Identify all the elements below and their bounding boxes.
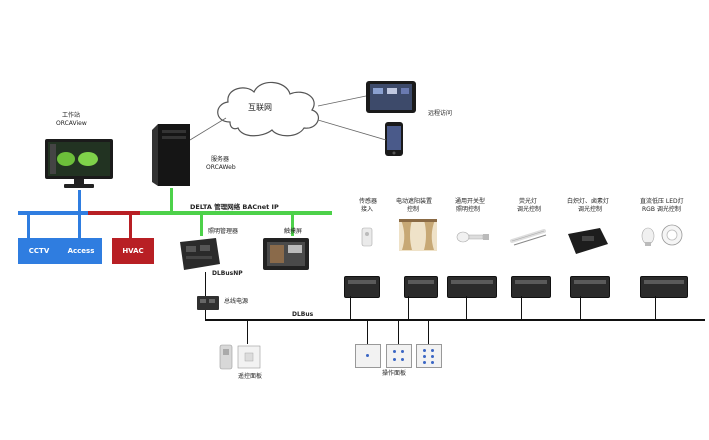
cloud-label: 互联网: [248, 103, 272, 112]
stub-fluorescent: [521, 296, 522, 320]
stub-switch: [466, 296, 467, 320]
module-sensor: [344, 276, 380, 298]
stub-shade: [408, 296, 409, 320]
dlbus-line: [205, 319, 705, 321]
remote-panel-icon: [219, 344, 261, 370]
workstation-label-1: 工作站: [62, 112, 81, 119]
led-strip-icon: [641, 224, 683, 246]
cloud-icon: [217, 81, 320, 137]
link-lighting-manager: [200, 214, 203, 236]
remote-access-label: 远程访问: [428, 110, 453, 117]
access-label: Access: [67, 247, 95, 255]
switch-panel-icon-3: [416, 344, 442, 368]
hvac-bus-red: [88, 211, 140, 215]
device-label-switch-1: 通用开关型: [455, 198, 486, 205]
stub-op-panel-1: [367, 320, 368, 344]
device-label-switch-2: 照明控制: [456, 206, 481, 213]
access-box: Access: [60, 238, 102, 264]
module-incandescent: [570, 276, 610, 298]
workstation-label-2: ORCAView: [56, 120, 87, 127]
stub-led: [655, 296, 656, 320]
device-label-incand-2: 调光控制: [578, 206, 603, 213]
dlbus-link-power: [205, 310, 206, 320]
ethernet-bus-blue: [18, 211, 88, 215]
server-icon: [152, 124, 190, 186]
sensor-icon: [361, 227, 373, 247]
cctv-label: CCTV: [28, 247, 50, 255]
touchscreen-icon: [263, 238, 309, 270]
switch-panel-icon-2: [386, 344, 412, 368]
device-label-shade-2: 控制: [407, 206, 420, 213]
remote-panel-label: 遥控面板: [238, 373, 263, 380]
bacnet-bus-green: [140, 211, 332, 215]
dlbusnp-link: [205, 272, 206, 296]
module-switch: [447, 276, 497, 298]
device-label-led-2: RGB 调光控制: [642, 206, 681, 213]
link-workstation: [78, 190, 81, 212]
module-fluorescent: [511, 276, 551, 298]
hvac-label: HVAC: [122, 247, 144, 255]
stub-incandescent: [580, 296, 581, 320]
device-label-fluor-2: 调光控制: [517, 206, 542, 213]
device-label-fluor-1: 荧光灯: [519, 198, 538, 205]
cctv-box: CCTV: [18, 238, 60, 264]
link-access: [78, 214, 81, 238]
device-label-sensor-1: 传感器: [359, 198, 378, 205]
dlbusnp-label: DLBusNP: [212, 270, 243, 277]
server-label-1: 服务器: [211, 156, 230, 163]
link-cctv: [27, 214, 30, 238]
bus-power-label: 总线电源: [224, 298, 249, 305]
link-touchscreen: [291, 214, 294, 236]
lamp-icon: [456, 231, 489, 243]
stub-op-panel-2: [398, 320, 399, 344]
tablet-icon: [366, 81, 416, 113]
module-led: [640, 276, 688, 298]
stub-op-panel-3: [428, 320, 429, 344]
device-label-sensor-2: 接入: [361, 206, 374, 213]
server-label-2: ORCAWeb: [206, 164, 236, 171]
device-label-incand-1: 白炽灯、卤素灯: [567, 198, 610, 205]
link-hvac: [129, 214, 132, 238]
link-server: [170, 188, 173, 212]
lighting-manager-icon: [180, 238, 220, 270]
monitor-icon: [45, 139, 113, 188]
module-shade: [404, 276, 438, 298]
hvac-box: HVAC: [112, 238, 154, 264]
network-label: DELTA 管理网络 BACnet IP: [190, 203, 279, 211]
dimmer-icon: [568, 228, 608, 254]
phone-icon: [385, 122, 403, 156]
curtain-icon: [399, 219, 437, 251]
tube-icon: [510, 229, 547, 246]
operation-panel-label: 操作面板: [382, 370, 407, 377]
dlbus-label: DLBus: [292, 311, 314, 318]
device-label-shade-1: 电动遮阳装置: [396, 198, 433, 205]
device-label-led-1: 直流低压 LED灯: [640, 198, 684, 205]
lighting-manager-label: 照明管理器: [208, 228, 239, 235]
bus-power-icon: [197, 296, 219, 310]
touchscreen-label: 触摸屏: [284, 228, 303, 235]
stub-remote-panel: [247, 320, 248, 344]
stub-sensor: [350, 296, 351, 320]
switch-panel-icon: [355, 344, 381, 368]
